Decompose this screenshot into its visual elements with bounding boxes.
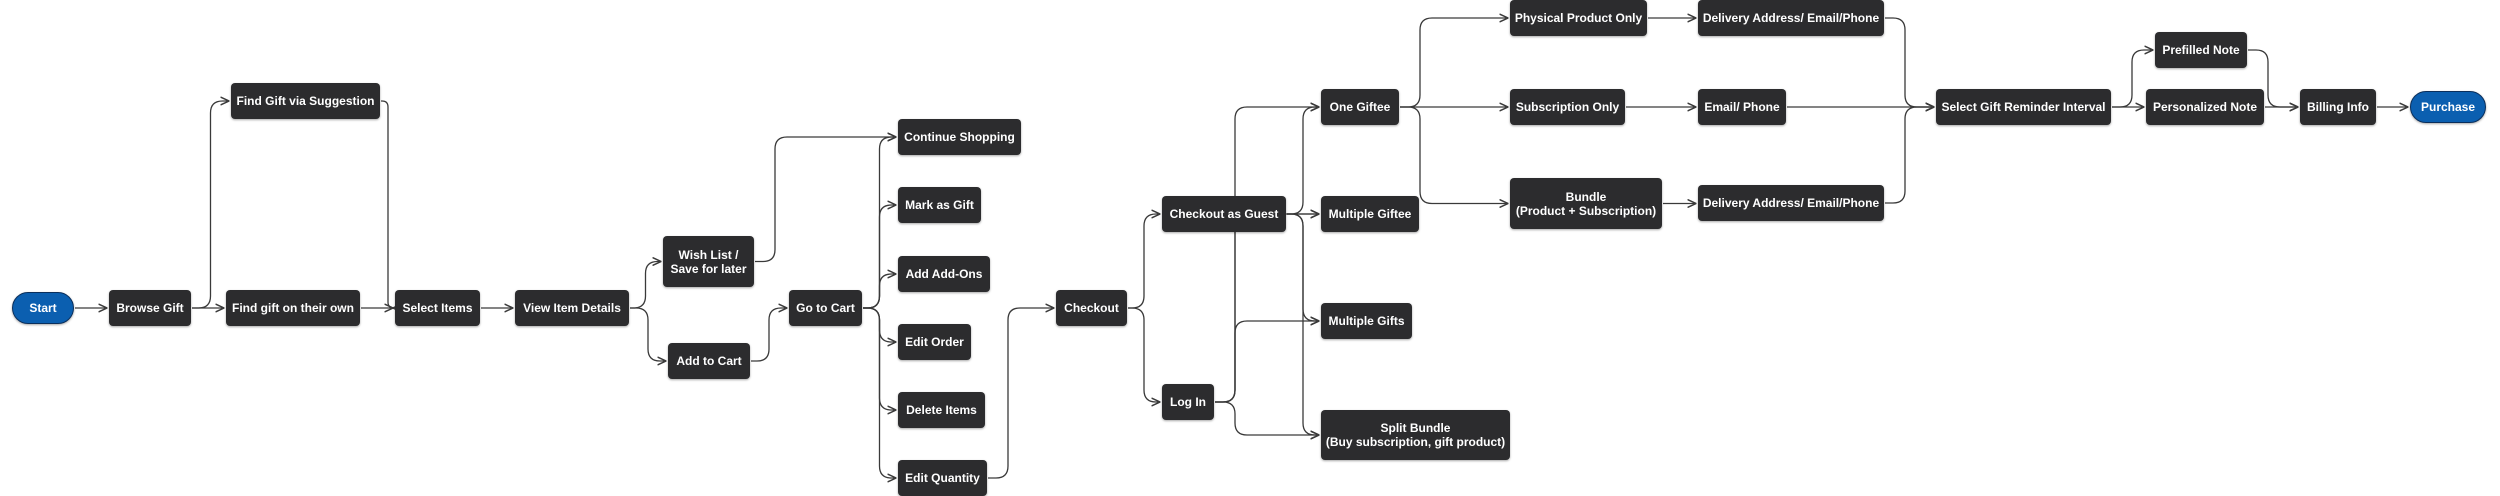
connector-find-suggestion-node-to-select-items-node bbox=[381, 100, 394, 308]
billing-info-node[interactable]: Billing Info bbox=[2300, 89, 2376, 125]
purchase-node[interactable]: Purchase bbox=[2410, 91, 2486, 123]
connector-one-giftee-node-to-physical-only-node bbox=[1400, 18, 1508, 108]
view-item-details-node[interactable]: View Item Details bbox=[515, 290, 629, 326]
log-in-node[interactable]: Log In bbox=[1162, 384, 1214, 420]
connector-add-to-cart-node-to-go-to-cart-node bbox=[751, 308, 787, 362]
connector-edit-quantity-node-to-checkout-node bbox=[988, 308, 1054, 479]
prefilled-note-node[interactable]: Prefilled Note bbox=[2155, 32, 2247, 68]
multiple-giftee-node[interactable]: Multiple Giftee bbox=[1321, 196, 1419, 232]
add-addons-node[interactable]: Add Add-Ons bbox=[898, 256, 990, 292]
find-suggestion-node[interactable]: Find Gift via Suggestion bbox=[231, 83, 380, 119]
connector-log-in-node-to-split-bundle-node bbox=[1215, 401, 1319, 435]
connector-checkout-node-to-checkout-guest-node bbox=[1128, 214, 1160, 309]
go-to-cart-node[interactable]: Go to Cart bbox=[789, 290, 862, 326]
checkout-node[interactable]: Checkout bbox=[1056, 290, 1127, 326]
connector-view-item-details-node-to-add-to-cart-node bbox=[630, 307, 666, 361]
connector-delivery-address-node-2-to-gift-reminder-node bbox=[1885, 107, 1934, 204]
personalized-note-node[interactable]: Personalized Note bbox=[2146, 89, 2264, 125]
delete-items-node[interactable]: Delete Items bbox=[898, 392, 985, 428]
add-to-cart-node[interactable]: Add to Cart bbox=[668, 343, 750, 379]
connector-gift-reminder-node-to-prefilled-note-node bbox=[2112, 50, 2153, 108]
physical-only-node[interactable]: Physical Product Only bbox=[1510, 0, 1647, 36]
email-phone-node[interactable]: Email/ Phone bbox=[1698, 89, 1786, 125]
connector-checkout-guest-node-to-split-bundle-node bbox=[1287, 213, 1319, 435]
edit-quantity-node[interactable]: Edit Quantity bbox=[898, 460, 987, 496]
multiple-gifts-node[interactable]: Multiple Gifts bbox=[1321, 303, 1412, 339]
one-giftee-node[interactable]: One Giftee bbox=[1321, 89, 1399, 125]
bundle-node[interactable]: Bundle (Product + Subscription) bbox=[1510, 178, 1662, 229]
start-node[interactable]: Start bbox=[12, 292, 74, 324]
delivery-address-node-1[interactable]: Delivery Address/ Email/Phone bbox=[1698, 0, 1884, 36]
connector-log-in-node-to-multiple-gifts-node bbox=[1215, 321, 1319, 403]
select-items-node[interactable]: Select Items bbox=[395, 290, 480, 326]
browse-gift-node[interactable]: Browse Gift bbox=[109, 290, 191, 326]
split-bundle-node[interactable]: Split Bundle (Buy subscription, gift pro… bbox=[1321, 410, 1510, 460]
edit-order-node[interactable]: Edit Order bbox=[898, 324, 971, 360]
subscription-only-node[interactable]: Subscription Only bbox=[1510, 89, 1625, 125]
connector-browse-gift-node-to-find-suggestion-node bbox=[192, 101, 229, 309]
connector-checkout-guest-node-to-one-giftee-node bbox=[1287, 107, 1319, 215]
continue-shopping-node[interactable]: Continue Shopping bbox=[898, 119, 1021, 155]
find-own-node[interactable]: Find gift on their own bbox=[226, 290, 360, 326]
mark-as-gift-node[interactable]: Mark as Gift bbox=[898, 187, 981, 223]
connector-prefilled-note-node-to-billing-info-node bbox=[2248, 49, 2298, 107]
connector-view-item-details-node-to-wish-list-node bbox=[630, 262, 661, 309]
checkout-guest-node[interactable]: Checkout as Guest bbox=[1162, 196, 1286, 232]
connector-one-giftee-node-to-bundle-node bbox=[1400, 106, 1508, 204]
wish-list-node[interactable]: Wish List / Save for later bbox=[663, 236, 754, 287]
connector-delivery-address-node-1-to-gift-reminder-node bbox=[1885, 17, 1934, 107]
delivery-address-node-2[interactable]: Delivery Address/ Email/Phone bbox=[1698, 185, 1884, 221]
connector-go-to-cart-node-to-add-addons-node bbox=[863, 274, 896, 309]
connector-checkout-node-to-log-in-node bbox=[1128, 307, 1160, 402]
connector-wish-list-node-to-continue-shopping-node bbox=[755, 137, 896, 263]
connector-go-to-cart-node-to-edit-quantity-node bbox=[863, 307, 896, 478]
gift-reminder-node[interactable]: Select Gift Reminder Interval bbox=[1936, 89, 2111, 125]
